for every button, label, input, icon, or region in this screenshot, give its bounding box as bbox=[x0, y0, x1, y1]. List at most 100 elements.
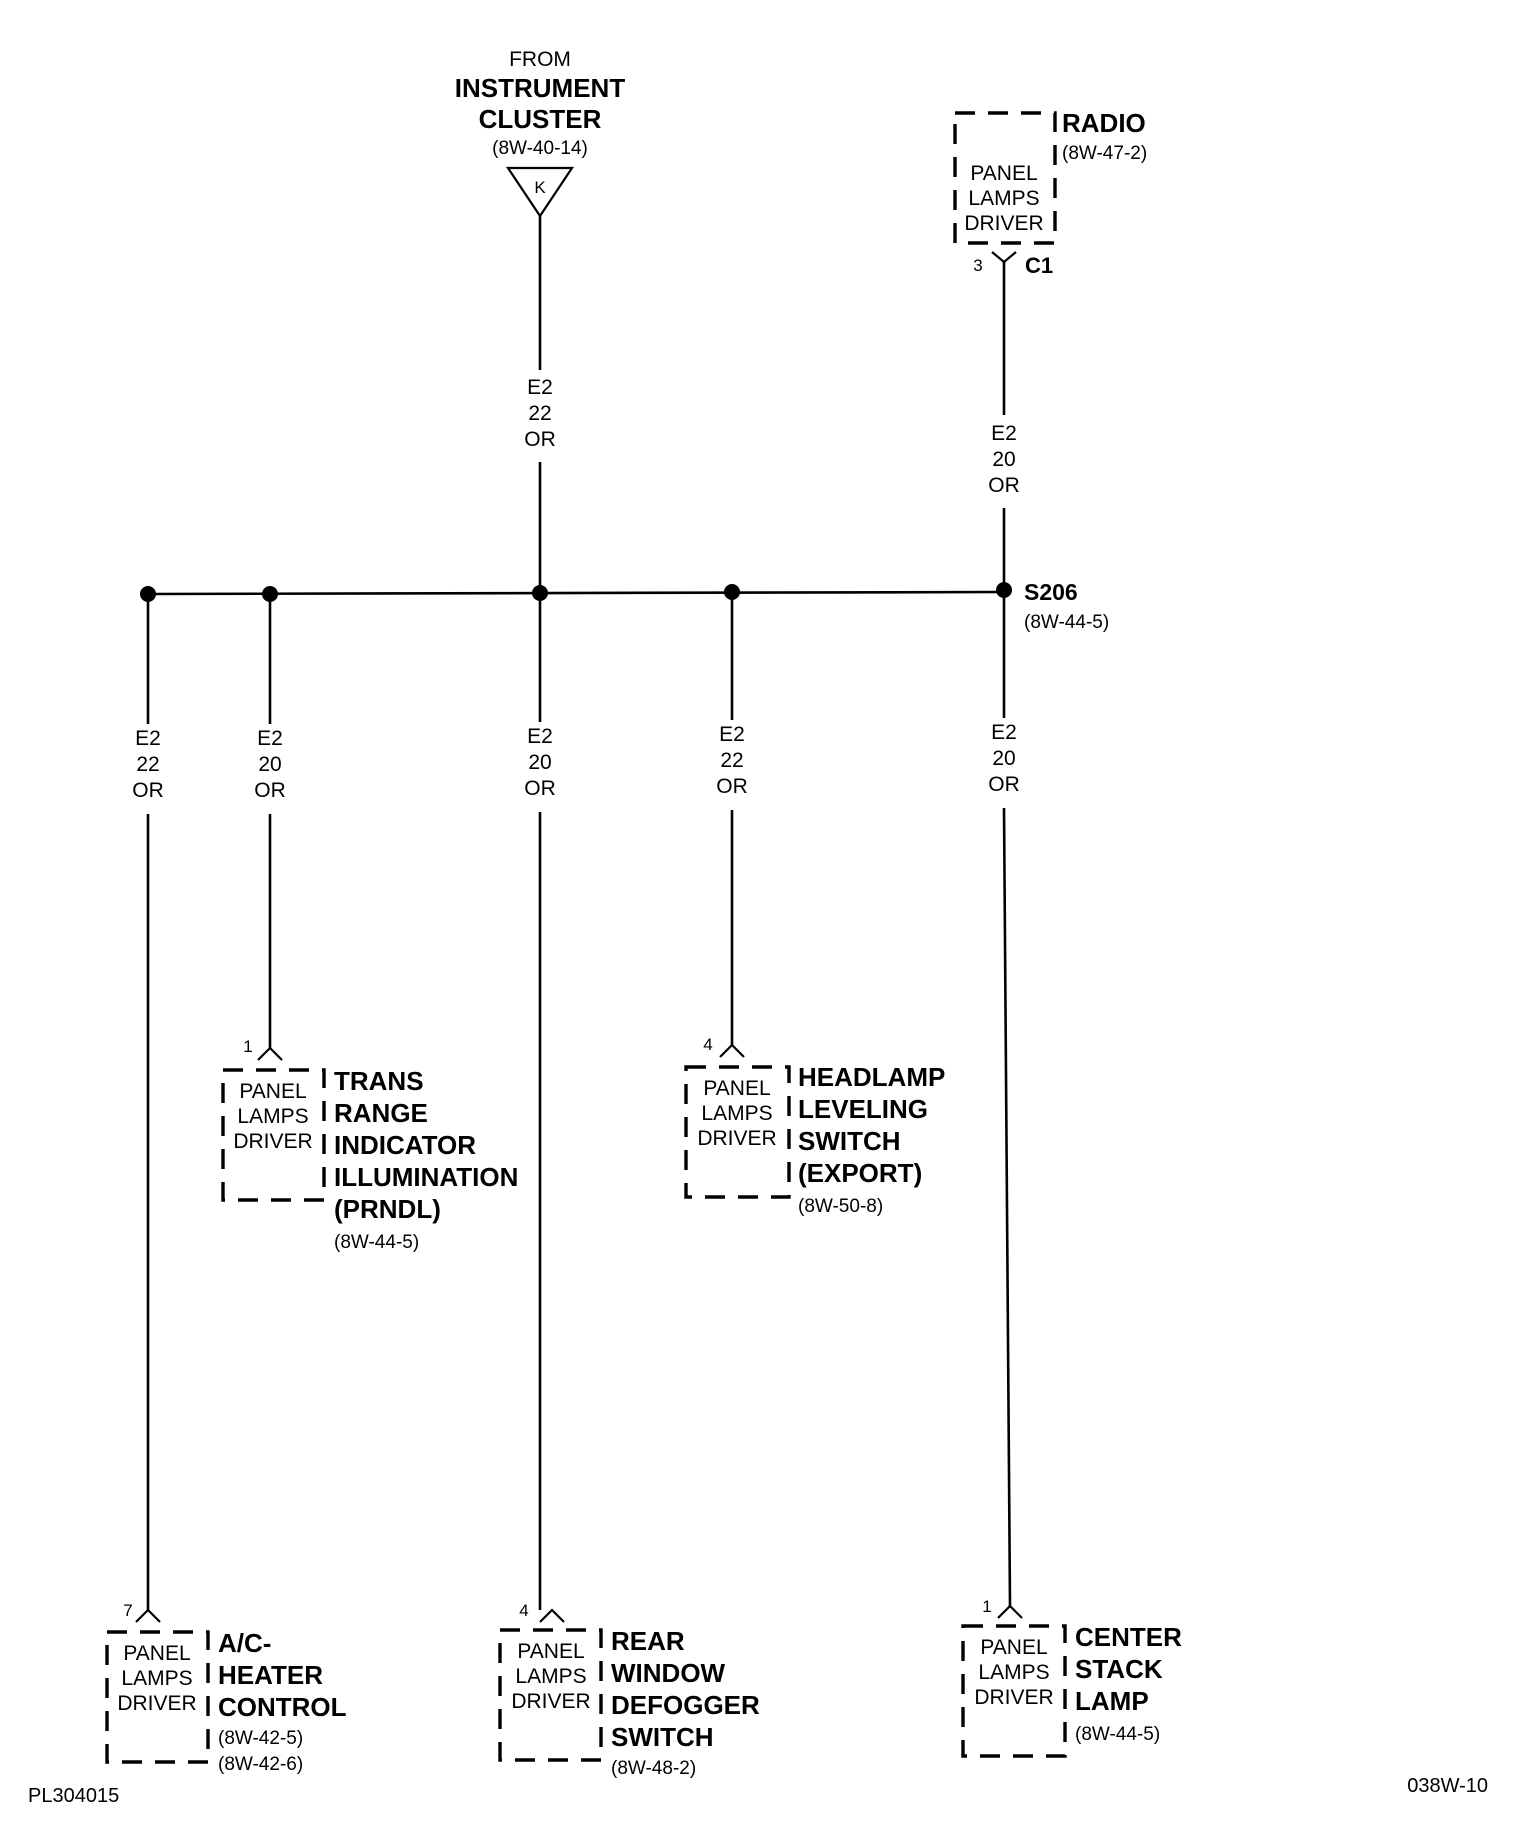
svg-text:20: 20 bbox=[528, 751, 551, 774]
ac-heater-pin: 7 bbox=[123, 1601, 132, 1620]
radio-box bbox=[953, 111, 1057, 245]
radio-ref: (8W-47-2) bbox=[1062, 143, 1147, 164]
svg-text:HEADLAMP: HEADLAMP bbox=[798, 1062, 945, 1092]
rear-window-box bbox=[498, 1628, 603, 1762]
splice-node-s206 bbox=[996, 582, 1012, 598]
svg-text:(PRNDL): (PRNDL) bbox=[334, 1194, 441, 1224]
instrument-label: INSTRUMENT bbox=[455, 73, 626, 103]
headlamp-box bbox=[684, 1065, 791, 1199]
svg-text:RANGE: RANGE bbox=[334, 1098, 428, 1128]
splice-node-cluster bbox=[532, 585, 548, 601]
center-stack-pin: 1 bbox=[982, 1597, 991, 1616]
svg-text:HEATER: HEATER bbox=[218, 1660, 323, 1690]
radio-label: RADIO bbox=[1062, 108, 1146, 138]
cluster-ref: (8W-40-14) bbox=[492, 138, 588, 159]
svg-text:DRIVER: DRIVER bbox=[511, 1690, 590, 1713]
rear-window-wire-label: E2 20 OR bbox=[524, 725, 556, 800]
svg-text:OR: OR bbox=[254, 779, 286, 802]
svg-text:PANEL: PANEL bbox=[239, 1080, 306, 1103]
radio-box-line2: LAMPS bbox=[968, 187, 1039, 210]
radio-pin: 3 bbox=[973, 256, 982, 275]
svg-text:DRIVER: DRIVER bbox=[117, 1692, 196, 1715]
ac-heater-component: 7 PANEL LAMPS DRIVER A/C- HEATER CONTROL… bbox=[105, 1601, 347, 1775]
radio-component: PANEL LAMPS DRIVER RADIO (8W-47-2) 3 C1 bbox=[953, 108, 1147, 278]
ac-heater-box bbox=[105, 1630, 210, 1764]
svg-text:E2: E2 bbox=[719, 723, 745, 746]
svg-text:(8W-50-8): (8W-50-8) bbox=[798, 1196, 883, 1217]
splice-bus-wire bbox=[147, 590, 1005, 596]
svg-text:OR: OR bbox=[132, 779, 164, 802]
diagram-code-left: PL304015 bbox=[28, 1785, 119, 1807]
svg-text:LAMPS: LAMPS bbox=[237, 1105, 308, 1128]
radio-box-line1: PANEL bbox=[970, 162, 1037, 185]
svg-text:STACK: STACK bbox=[1075, 1654, 1163, 1684]
svg-text:PANEL: PANEL bbox=[703, 1077, 770, 1100]
svg-text:E2: E2 bbox=[991, 721, 1017, 744]
svg-text:E2: E2 bbox=[527, 376, 553, 399]
trans-range-pin: 1 bbox=[243, 1037, 252, 1056]
rear-window-component: 4 PANEL LAMPS DRIVER REAR WINDOW DEFOGGE… bbox=[498, 1601, 760, 1779]
svg-text:E2: E2 bbox=[991, 422, 1017, 445]
svg-text:PANEL: PANEL bbox=[517, 1640, 584, 1663]
svg-text:LEVELING: LEVELING bbox=[798, 1094, 928, 1124]
svg-text:OR: OR bbox=[524, 428, 556, 451]
svg-text:E2: E2 bbox=[257, 727, 283, 750]
svg-text:22: 22 bbox=[528, 402, 551, 425]
headlamp-pin: 4 bbox=[703, 1035, 712, 1054]
center-stack-wire-label: E2 20 OR bbox=[988, 721, 1020, 796]
center-stack-box bbox=[961, 1624, 1067, 1758]
svg-text:CONTROL: CONTROL bbox=[218, 1692, 347, 1722]
svg-text:(8W-42-6): (8W-42-6) bbox=[218, 1754, 303, 1775]
ac-heater-connector-chevron bbox=[135, 1608, 161, 1623]
svg-text:DRIVER: DRIVER bbox=[974, 1686, 1053, 1709]
radio-connector-label: C1 bbox=[1025, 253, 1053, 278]
cluster-feed-wire-label: E2 22 OR bbox=[524, 376, 556, 451]
splice-node-headlamp bbox=[724, 584, 740, 600]
svg-text:SWITCH: SWITCH bbox=[611, 1722, 714, 1752]
trans-range-wire-label: E2 20 OR bbox=[254, 727, 286, 802]
trans-range-connector-chevron bbox=[257, 1046, 283, 1061]
radio-feed-wire-label: E2 20 OR bbox=[988, 422, 1020, 497]
svg-text:SWITCH: SWITCH bbox=[798, 1126, 901, 1156]
instrument-cluster-source: FROM INSTRUMENT CLUSTER (8W-40-14) K bbox=[455, 48, 626, 218]
rear-window-connector-chevron bbox=[539, 1608, 565, 1623]
svg-text:ILLUMINATION: ILLUMINATION bbox=[334, 1162, 518, 1192]
svg-text:A/C-: A/C- bbox=[218, 1628, 271, 1658]
center-stack-connector-chevron bbox=[997, 1604, 1023, 1619]
from-label: FROM bbox=[509, 48, 571, 71]
svg-text:LAMPS: LAMPS bbox=[515, 1665, 586, 1688]
svg-text:LAMPS: LAMPS bbox=[121, 1667, 192, 1690]
trans-range-box bbox=[221, 1068, 326, 1202]
center-stack-component: 1 PANEL LAMPS DRIVER CENTER STACK LAMP (… bbox=[961, 1597, 1182, 1758]
svg-text:E2: E2 bbox=[527, 725, 553, 748]
svg-text:DEFOGGER: DEFOGGER bbox=[611, 1690, 760, 1720]
svg-text:(8W-44-5): (8W-44-5) bbox=[1075, 1724, 1160, 1745]
rear-window-pin: 4 bbox=[519, 1601, 528, 1620]
trans-range-component: 1 PANEL LAMPS DRIVER TRANS RANGE INDICAT… bbox=[221, 1037, 518, 1253]
svg-text:20: 20 bbox=[992, 448, 1015, 471]
svg-text:REAR: REAR bbox=[611, 1626, 685, 1656]
cluster-connector-letter: K bbox=[534, 178, 546, 197]
svg-text:(8W-42-5): (8W-42-5) bbox=[218, 1728, 303, 1749]
splice-node-ac-heater bbox=[140, 586, 156, 602]
svg-text:LAMPS: LAMPS bbox=[978, 1661, 1049, 1684]
headlamp-connector-chevron bbox=[719, 1043, 745, 1058]
svg-text:DRIVER: DRIVER bbox=[697, 1127, 776, 1150]
headlamp-component: 4 PANEL LAMPS DRIVER HEADLAMP LEVELING S… bbox=[684, 1035, 945, 1217]
cluster-connector-triangle bbox=[505, 166, 575, 218]
svg-text:LAMP: LAMP bbox=[1075, 1686, 1149, 1716]
ac-heater-wire-label: E2 22 OR bbox=[132, 727, 164, 802]
svg-text:OR: OR bbox=[988, 474, 1020, 497]
splice-node-trans-range bbox=[262, 586, 278, 602]
svg-text:TRANS: TRANS bbox=[334, 1066, 424, 1096]
svg-text:20: 20 bbox=[258, 753, 281, 776]
svg-text:22: 22 bbox=[720, 749, 743, 772]
svg-text:DRIVER: DRIVER bbox=[233, 1130, 312, 1153]
splice-label: S206 bbox=[1024, 579, 1078, 605]
svg-text:PANEL: PANEL bbox=[123, 1642, 190, 1665]
center-stack-wire-lower bbox=[1002, 807, 1012, 1607]
diagram-code-right: 038W-10 bbox=[1407, 1775, 1488, 1797]
svg-text:WINDOW: WINDOW bbox=[611, 1658, 726, 1688]
svg-text:OR: OR bbox=[988, 773, 1020, 796]
